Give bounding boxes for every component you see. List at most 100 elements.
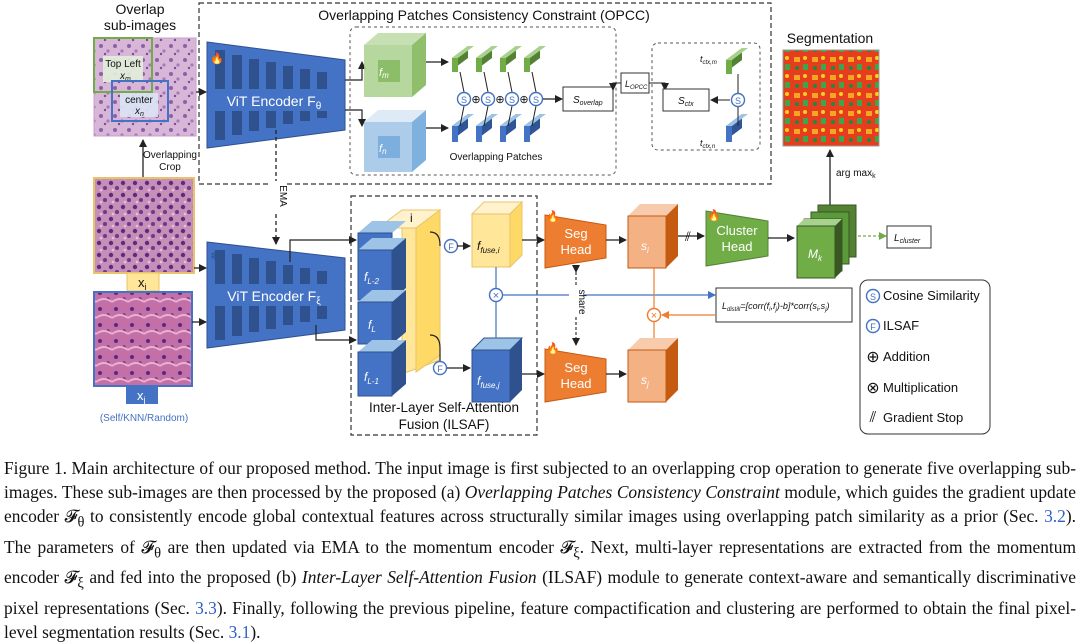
legend-box (859, 279, 991, 435)
cluster-head-line2: Head (721, 239, 752, 254)
fuse-mult-symbol: × (493, 290, 499, 302)
svg-text:Multiplication: Multiplication (883, 380, 958, 395)
arrow-xi-to-l1 (315, 325, 357, 344)
feature-cube-l1 (357, 340, 406, 397)
svg-text:⊗: ⊗ (866, 380, 879, 397)
center-label-box (120, 93, 158, 117)
section-ref-link[interactable]: 3.3 (195, 597, 217, 618)
f-fuse-i-label: ffuse,i (477, 239, 500, 255)
image-x-i (93, 177, 195, 274)
top-left-label-box (103, 56, 143, 82)
fuse-bracket-top (429, 231, 441, 246)
x-i-label: xi (138, 275, 147, 292)
encoder-theta-label-bg (212, 89, 340, 111)
section-ref-link[interactable]: 3.2 (1044, 506, 1066, 527)
section-ref-link[interactable]: 3.1 (228, 621, 251, 642)
svg-text:F: F (870, 322, 876, 332)
f-fuse-j-label: ffuse,j (477, 374, 500, 390)
svg-text:S: S (533, 95, 539, 105)
x-j-label: xj (137, 388, 146, 405)
figure-caption: Figure 1. Main architecture of our propo… (4, 458, 1077, 642)
sub-image-center (111, 80, 169, 122)
flame-icon: 🔥 (210, 52, 224, 65)
x-j-label-box (126, 386, 158, 404)
ilsaf-title-line1: Inter-Layer Self-Attention (369, 400, 519, 415)
s-ctx-label: Sctx (678, 96, 694, 108)
svg-text:⊕: ⊕ (471, 94, 480, 106)
t-ctx-n-label: tctx,n (700, 138, 716, 150)
s-overlap-label: Soverlap (573, 95, 603, 107)
ilsaf-box (350, 195, 538, 436)
top-left-label: Top Left (105, 59, 141, 70)
opcc-inner-box (349, 26, 617, 176)
svg-text:ILSAF: ILSAF (883, 318, 919, 333)
svg-text:S: S (485, 95, 491, 105)
green-patches (452, 46, 546, 72)
s-ctx-box (662, 88, 710, 112)
fuse-j-cube (470, 337, 524, 403)
fuse-bracket-bottom (429, 334, 441, 368)
f-l-minus-1-label: fL-1 (364, 370, 379, 386)
seg-head-bottom (544, 348, 607, 403)
center-label: center (125, 95, 153, 106)
l-distill-box (715, 287, 853, 323)
m-k-label: Mk (808, 247, 823, 263)
s-i-cube (627, 204, 678, 269)
overlapping-patches-label: Overlapping Patches (450, 152, 543, 163)
svg-text:Gradient Stop: Gradient Stop (883, 410, 963, 425)
svg-text:S: S (870, 292, 876, 302)
segmentation-title: Segmentation (787, 30, 873, 46)
sub-image-top-left (93, 37, 153, 93)
cluster-head-line1: Cluster (716, 223, 758, 238)
x-n-label: xn (134, 106, 144, 118)
s-overlap-box (562, 86, 614, 112)
similarity-circles: S ⊕ S ⊕ S ⊕ S (456, 71, 544, 127)
legend-item-multiplication: ⊗ Multiplication (866, 380, 958, 397)
overlapping-crop-line1: Overlapping (143, 150, 197, 161)
overlapping-crop-line2: Crop (159, 162, 181, 173)
fuse-mult-circle (488, 287, 504, 303)
share-label: share (576, 289, 587, 314)
gradient-stop-icon: ⫽ (684, 229, 691, 244)
ema-label: EMA (277, 185, 288, 207)
svg-text:Addition: Addition (883, 349, 930, 364)
snowflake-icon: ❄ (210, 249, 220, 263)
arrow-theta-to-fn (345, 109, 366, 127)
ctx-inner-box (651, 42, 761, 151)
s-j-cube (627, 338, 678, 403)
seg-head-bottom-line2: Head (560, 376, 591, 391)
overlap-title-line2: sub-images (104, 17, 176, 33)
opcc-title: Overlapping Patches Consistency Constrai… (318, 7, 649, 23)
segmentation-map (782, 49, 880, 147)
arrow-opcc-right (649, 82, 669, 91)
legend-item-addition: ⊕ Addition (866, 349, 930, 366)
blue-patches (452, 114, 546, 142)
architecture-diagram: Overlapping Patches Consistency Constrai… (93, 1, 991, 436)
legend-item-cosine: S Cosine Similarity (865, 288, 980, 304)
s-j-label: sj (641, 373, 649, 389)
ema-label-bg (268, 181, 284, 211)
svg-text:⫽: ⫽ (869, 409, 877, 426)
f-l-label: fL (368, 318, 376, 334)
share-label-bg (569, 287, 583, 317)
arrow-theta-to-fm (345, 61, 366, 81)
score-mult-symbol: × (651, 310, 657, 322)
t-ctx-n-bar (726, 114, 748, 142)
cube-f-n (364, 110, 426, 172)
svg-text:⊕: ⊕ (495, 94, 504, 106)
ctx-similarity-circle (730, 92, 746, 108)
encoder-xi-label-bg (212, 284, 340, 306)
legend-item-ilsaf: F ILSAF (865, 318, 919, 334)
l-distill-label: Ldistill=[corr(fi,fj)-b]*corr(si,sj) (722, 301, 830, 313)
t-ctx-m-bar (726, 48, 748, 74)
f-n-label: fn (379, 143, 387, 156)
f-m-label: fm (379, 67, 389, 80)
seg-head-top (544, 214, 607, 269)
cluster-head (705, 210, 769, 267)
layer-i-label: i (410, 211, 413, 225)
feature-cube-l (357, 290, 406, 345)
encoder-theta-label: ViT Encoder Fθ (227, 93, 322, 112)
svg-text:S: S (461, 95, 467, 105)
svg-text:Cosine Similarity: Cosine Similarity (883, 288, 980, 303)
m-k-stack (796, 204, 857, 279)
